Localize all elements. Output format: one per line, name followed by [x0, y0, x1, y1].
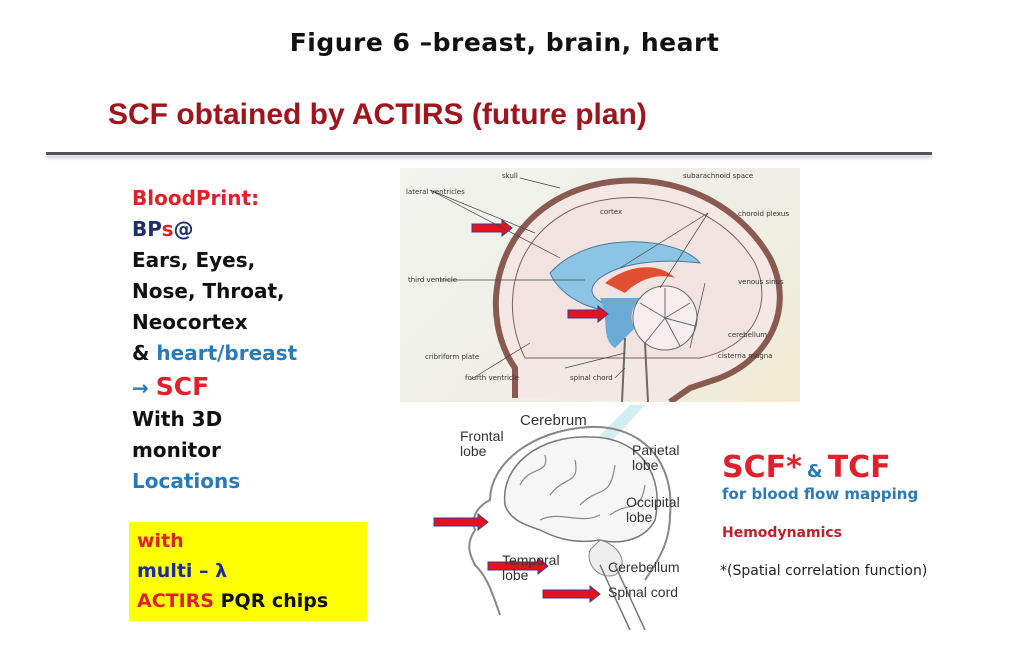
- label-frontal-lobe: lobe: [460, 443, 487, 459]
- neocortex-line: Neocortex: [132, 310, 248, 334]
- leader-lines: [429, 177, 709, 381]
- label-third-ventricle: third ventricle: [408, 276, 458, 284]
- label-spinal-cord-lat: Spinal cord: [608, 584, 679, 600]
- left-text-panel: BloodPrint: BPs@ Ears, Eyes, Nose, Throa…: [132, 183, 297, 497]
- red-arrow-icon: [433, 512, 489, 532]
- label-spinal-chord: spinal chord: [570, 374, 613, 382]
- label-fourth-ventricle: fourth ventricle: [465, 374, 520, 382]
- label-temporal-lobe: lobe: [502, 567, 529, 583]
- label-lateral-ventricles: lateral ventricles: [406, 188, 465, 196]
- heart-breast-line: & heart/breast: [132, 338, 297, 369]
- pqr-chips-text: PQR chips: [214, 590, 329, 612]
- label-skull: skull: [502, 172, 518, 180]
- locations-line: Locations: [132, 469, 241, 493]
- with-text: with: [137, 530, 184, 552]
- ampersand: &: [806, 461, 823, 482]
- label-cerebrum: Cerebrum: [520, 412, 587, 429]
- choroid-plexus-shape: [605, 267, 675, 293]
- red-arrow-icon: [542, 584, 601, 604]
- label-parietal: Parietal: [632, 442, 680, 458]
- highlight-box: with multi – λ ACTIRS PQR chips: [129, 522, 367, 621]
- label-venous-sinus: venous sinus: [738, 278, 784, 286]
- heart-breast-text: heart/breast: [156, 341, 298, 365]
- sagittal-brain-image: skull subarachnoid space lateral ventric…: [400, 168, 800, 405]
- label-cortex: cortex: [600, 208, 623, 216]
- red-arrow-icon: [471, 218, 513, 238]
- label-choroid-plexus: choroid plexus: [738, 210, 789, 218]
- label-frontal: Frontal: [460, 428, 504, 444]
- label-cerebellum: cerebellum: [728, 331, 768, 339]
- nose-throat-line: Nose, Throat,: [132, 279, 285, 303]
- figure-title: Figure 6 –breast, brain, heart: [289, 28, 720, 57]
- scf-star-text: SCF*: [722, 450, 802, 485]
- title-divider: [46, 152, 932, 155]
- with-3d-line: With 3D: [132, 407, 223, 431]
- bps-prefix: BP: [132, 217, 162, 241]
- lateral-head-image: Cerebrum Frontal lobe Parietal lobe Occi…: [430, 405, 700, 631]
- brain-outline: [503, 436, 658, 543]
- label-cribriform-plate: cribriform plate: [425, 353, 480, 361]
- cerebellum-shape: [588, 539, 623, 577]
- bloodprint-heading: BloodPrint:: [132, 186, 260, 210]
- cerebellum-folia: [639, 288, 696, 347]
- label-occipital: Occipital: [626, 494, 680, 510]
- bps-line: BPs@: [132, 214, 297, 245]
- scf-tcf-line: SCF* & TCF: [722, 450, 927, 485]
- label-temporal: Temporal: [502, 552, 560, 568]
- red-arrow-icon: [487, 556, 549, 576]
- ears-eyes-line: Ears, Eyes,: [132, 248, 256, 272]
- hemodynamics-text: Hemodynamics: [722, 525, 842, 541]
- sagittal-brain-drawing: [429, 177, 783, 405]
- right-text-panel: SCF* & TCF for blood flow mapping Hemody…: [720, 450, 928, 579]
- tcf-text: TCF: [827, 450, 891, 485]
- right-arrow-icon: →: [132, 376, 149, 400]
- lateral-head-drawing: [433, 405, 672, 631]
- label-occipital-lobe: lobe: [626, 509, 653, 525]
- third-ventricle-shape: [600, 298, 640, 348]
- scf-line: → SCF: [132, 371, 297, 404]
- ampersand: &: [132, 341, 157, 365]
- bps-at: @: [173, 217, 194, 241]
- bps-s: s: [161, 217, 174, 241]
- label-subarachnoid: subarachnoid space: [683, 172, 754, 180]
- slide-title: SCF obtained by ACTIRS (future plan): [108, 98, 647, 131]
- spinal-cord-shape: [621, 337, 649, 403]
- actirs-text: ACTIRS: [137, 590, 214, 612]
- red-arrow-icon: [567, 304, 609, 324]
- multi-lambda-text: multi – λ: [137, 560, 228, 582]
- label-parietal-lobe: lobe: [632, 457, 659, 473]
- blood-flow-subtitle: for blood flow mapping: [722, 485, 919, 503]
- label-cerebellum-lat: Cerebellum: [608, 559, 680, 575]
- scf-text: SCF: [155, 372, 210, 401]
- brain-gyri: [519, 454, 646, 521]
- spinal-cord-shape: [599, 564, 646, 631]
- label-cisterna-magna: cisterna magna: [718, 352, 773, 360]
- footnote-text: *(Spatial correlation function): [720, 563, 928, 579]
- actirs-chips-line: ACTIRS PQR chips: [137, 590, 328, 612]
- head-outline: [468, 425, 672, 616]
- monitor-line: monitor: [132, 438, 221, 462]
